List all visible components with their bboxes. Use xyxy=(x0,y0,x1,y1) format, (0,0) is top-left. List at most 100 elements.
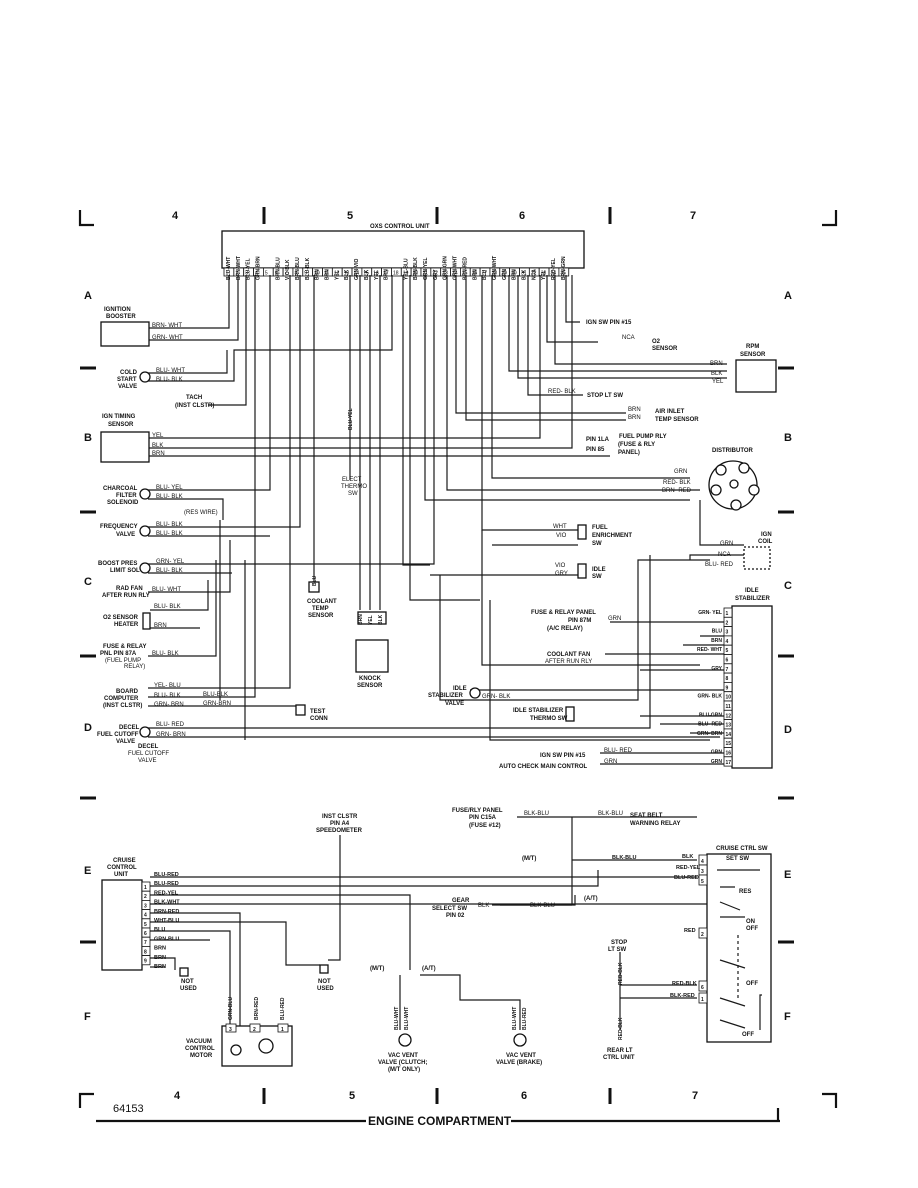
vertical-wire-label: BLU-WHT xyxy=(394,1007,400,1030)
seat-belt-label: WARNING RELAY xyxy=(630,821,680,827)
idle-stab-valve-label: STABILIZER xyxy=(428,693,464,699)
stabilizer-wire-label: BLU-GRN xyxy=(699,712,722,718)
o2-sensor-label: O2 xyxy=(652,339,661,345)
idle-stabilizer-label: STABILIZER xyxy=(735,596,771,602)
vertical-wire-label: RED-BLK xyxy=(618,962,624,985)
row-label-left: A xyxy=(84,290,92,302)
oxs-pin-wire-label: GRN-YEL xyxy=(423,258,429,281)
inst-clstr-a4-label: SPEEDOMETER xyxy=(316,828,363,834)
oxs-control-unit-label: OXS CONTROL UNIT xyxy=(370,224,430,230)
wire-label: GRN- YEL xyxy=(156,559,185,565)
stabilizer-wire-label: RED- WHT xyxy=(697,647,722,653)
stabilizer-pin-number: 13 xyxy=(726,723,732,729)
cruise-ctrl-sw xyxy=(706,853,772,1043)
stabilizer-pin-number: 8 xyxy=(726,676,729,682)
cruise-switch-contacts xyxy=(717,869,762,1030)
cruise-wire-label: GRN-BLU xyxy=(154,936,179,942)
coolant-fan-label: AFTER RUN RLY xyxy=(545,659,592,665)
not-used-connector-2 xyxy=(319,964,329,974)
fuel-enrich-label: FUEL xyxy=(592,525,608,531)
left-wiring xyxy=(148,275,720,740)
vacuum-motor-label: VACUUM xyxy=(186,1039,212,1045)
oxs-pin-wire-label: GRN-GRN xyxy=(443,256,449,280)
distributor-rotor xyxy=(729,479,739,489)
col-label-top: 4 xyxy=(172,210,179,222)
cruise-wire-label: BLU-RED xyxy=(154,872,179,878)
fuel-pump-rly-label: PANEL) xyxy=(618,450,640,456)
tach-label: (INST CLSTR) xyxy=(175,403,214,409)
cruise-wire-label: BLK-WHT xyxy=(154,900,180,906)
wire-label: BRN xyxy=(628,415,641,421)
coolant-temp-label: TEMP xyxy=(312,606,329,612)
wire-label: BLK xyxy=(152,443,163,449)
oxs-pin-number: 11 xyxy=(324,271,329,277)
cruise-sw-pin-cell xyxy=(698,992,708,1004)
knock-label: SENSOR xyxy=(357,683,383,689)
row-label-right: A xyxy=(784,290,792,302)
stabilizer-wire-label: GRN- BLK xyxy=(698,694,723,700)
oxs-pin-number: 23 xyxy=(442,271,448,277)
o2-sensor-heater xyxy=(142,612,151,630)
stabilizer-wire-label: GRN- YEL xyxy=(698,610,722,616)
row-label-right: B xyxy=(784,432,792,444)
distributor-label: DISTRIBUTOR xyxy=(712,448,754,454)
cruise-unit-label: UNIT xyxy=(114,872,128,878)
vertical-wire-label: BLK xyxy=(378,614,384,625)
wire-label: BLU- BLK xyxy=(154,604,181,610)
vertical-wire-label: BLU-WHT xyxy=(512,1007,518,1030)
oxs-pin-wire-label: BRN-BLU xyxy=(295,257,301,280)
oxs-pin-wire-label: GRY xyxy=(433,269,439,280)
frequency-valve xyxy=(139,525,151,537)
col-label-top: 7 xyxy=(690,210,696,222)
fuse-87m-label: (A/C RELAY) xyxy=(547,626,583,632)
wire-label: VIO xyxy=(556,533,567,539)
cruise-sw-pin-number: 1 xyxy=(701,997,704,1003)
inst-clstr-a4-label: PIN A4 xyxy=(330,821,350,827)
wire-label: NCA xyxy=(718,552,731,558)
col-label-bottom: 7 xyxy=(692,1090,698,1102)
oxs-pin-wire-label: YEL xyxy=(334,270,340,280)
board-computer-label: BOARD xyxy=(116,689,139,695)
charcoal-label: FILTER xyxy=(116,493,137,499)
cruise-right-wire-label: BLK-BLU xyxy=(612,855,636,861)
o2-sensor-label: SENSOR xyxy=(652,346,678,352)
rpm-sensor-label: RPM xyxy=(746,344,759,350)
mt-label: (M/T) xyxy=(522,856,536,862)
wire-label: YEL xyxy=(712,379,724,385)
oxs-pin-number: 8 xyxy=(294,271,297,277)
fuse-c15a-label: (FUSE #12) xyxy=(469,823,501,829)
stabilizer-pin-number: 10 xyxy=(726,695,732,701)
oxs-pin-wire-label: GRN-VIO xyxy=(354,259,360,281)
cruise-sw-pin-number: 6 xyxy=(701,985,704,991)
oxs-pin-wire-label: YEL xyxy=(541,270,547,280)
vertical-wire-label: RED-BLK xyxy=(618,1017,624,1040)
wire-label: BLU- BLK xyxy=(154,693,181,699)
col-label-bottom: 6 xyxy=(521,1090,527,1102)
ignition-booster xyxy=(100,321,150,347)
fuse-c15a-label: PIN C15A xyxy=(469,815,497,821)
stop-lt-sw2-label: STOP xyxy=(611,940,627,946)
wire-label: BLU- YEL xyxy=(156,485,183,491)
wire-label: GRN xyxy=(604,759,617,765)
stabilizer-pin-number: 4 xyxy=(726,639,729,645)
oxs-pin-wire-label: BLK xyxy=(364,269,370,280)
knock-label: KNOCK xyxy=(359,676,382,682)
oxs-pin-wire-label: BLU xyxy=(482,269,488,280)
motor-pin-number: 2 xyxy=(253,1027,256,1033)
charcoal-filter-solenoid xyxy=(139,488,151,500)
cold-start-label: COLD xyxy=(120,370,138,376)
cruise-wiring xyxy=(150,816,711,1030)
wire-label: BLU- WHT xyxy=(152,587,181,593)
wire-label: RED- BLK xyxy=(663,480,691,486)
gear-select-label: SELECT SW xyxy=(432,906,467,912)
vertical-wire-label: BLU-YEL xyxy=(348,408,354,430)
not-used-label: USED xyxy=(180,986,197,992)
oxs-pin-number: 15 xyxy=(363,271,369,277)
oxs-pin-wire-label: BLU-WHT xyxy=(226,257,232,280)
col-label-bottom: 4 xyxy=(174,1090,181,1102)
oxs-pin-number: 32 xyxy=(531,271,537,277)
ign-timing-label: SENSOR xyxy=(108,422,134,428)
